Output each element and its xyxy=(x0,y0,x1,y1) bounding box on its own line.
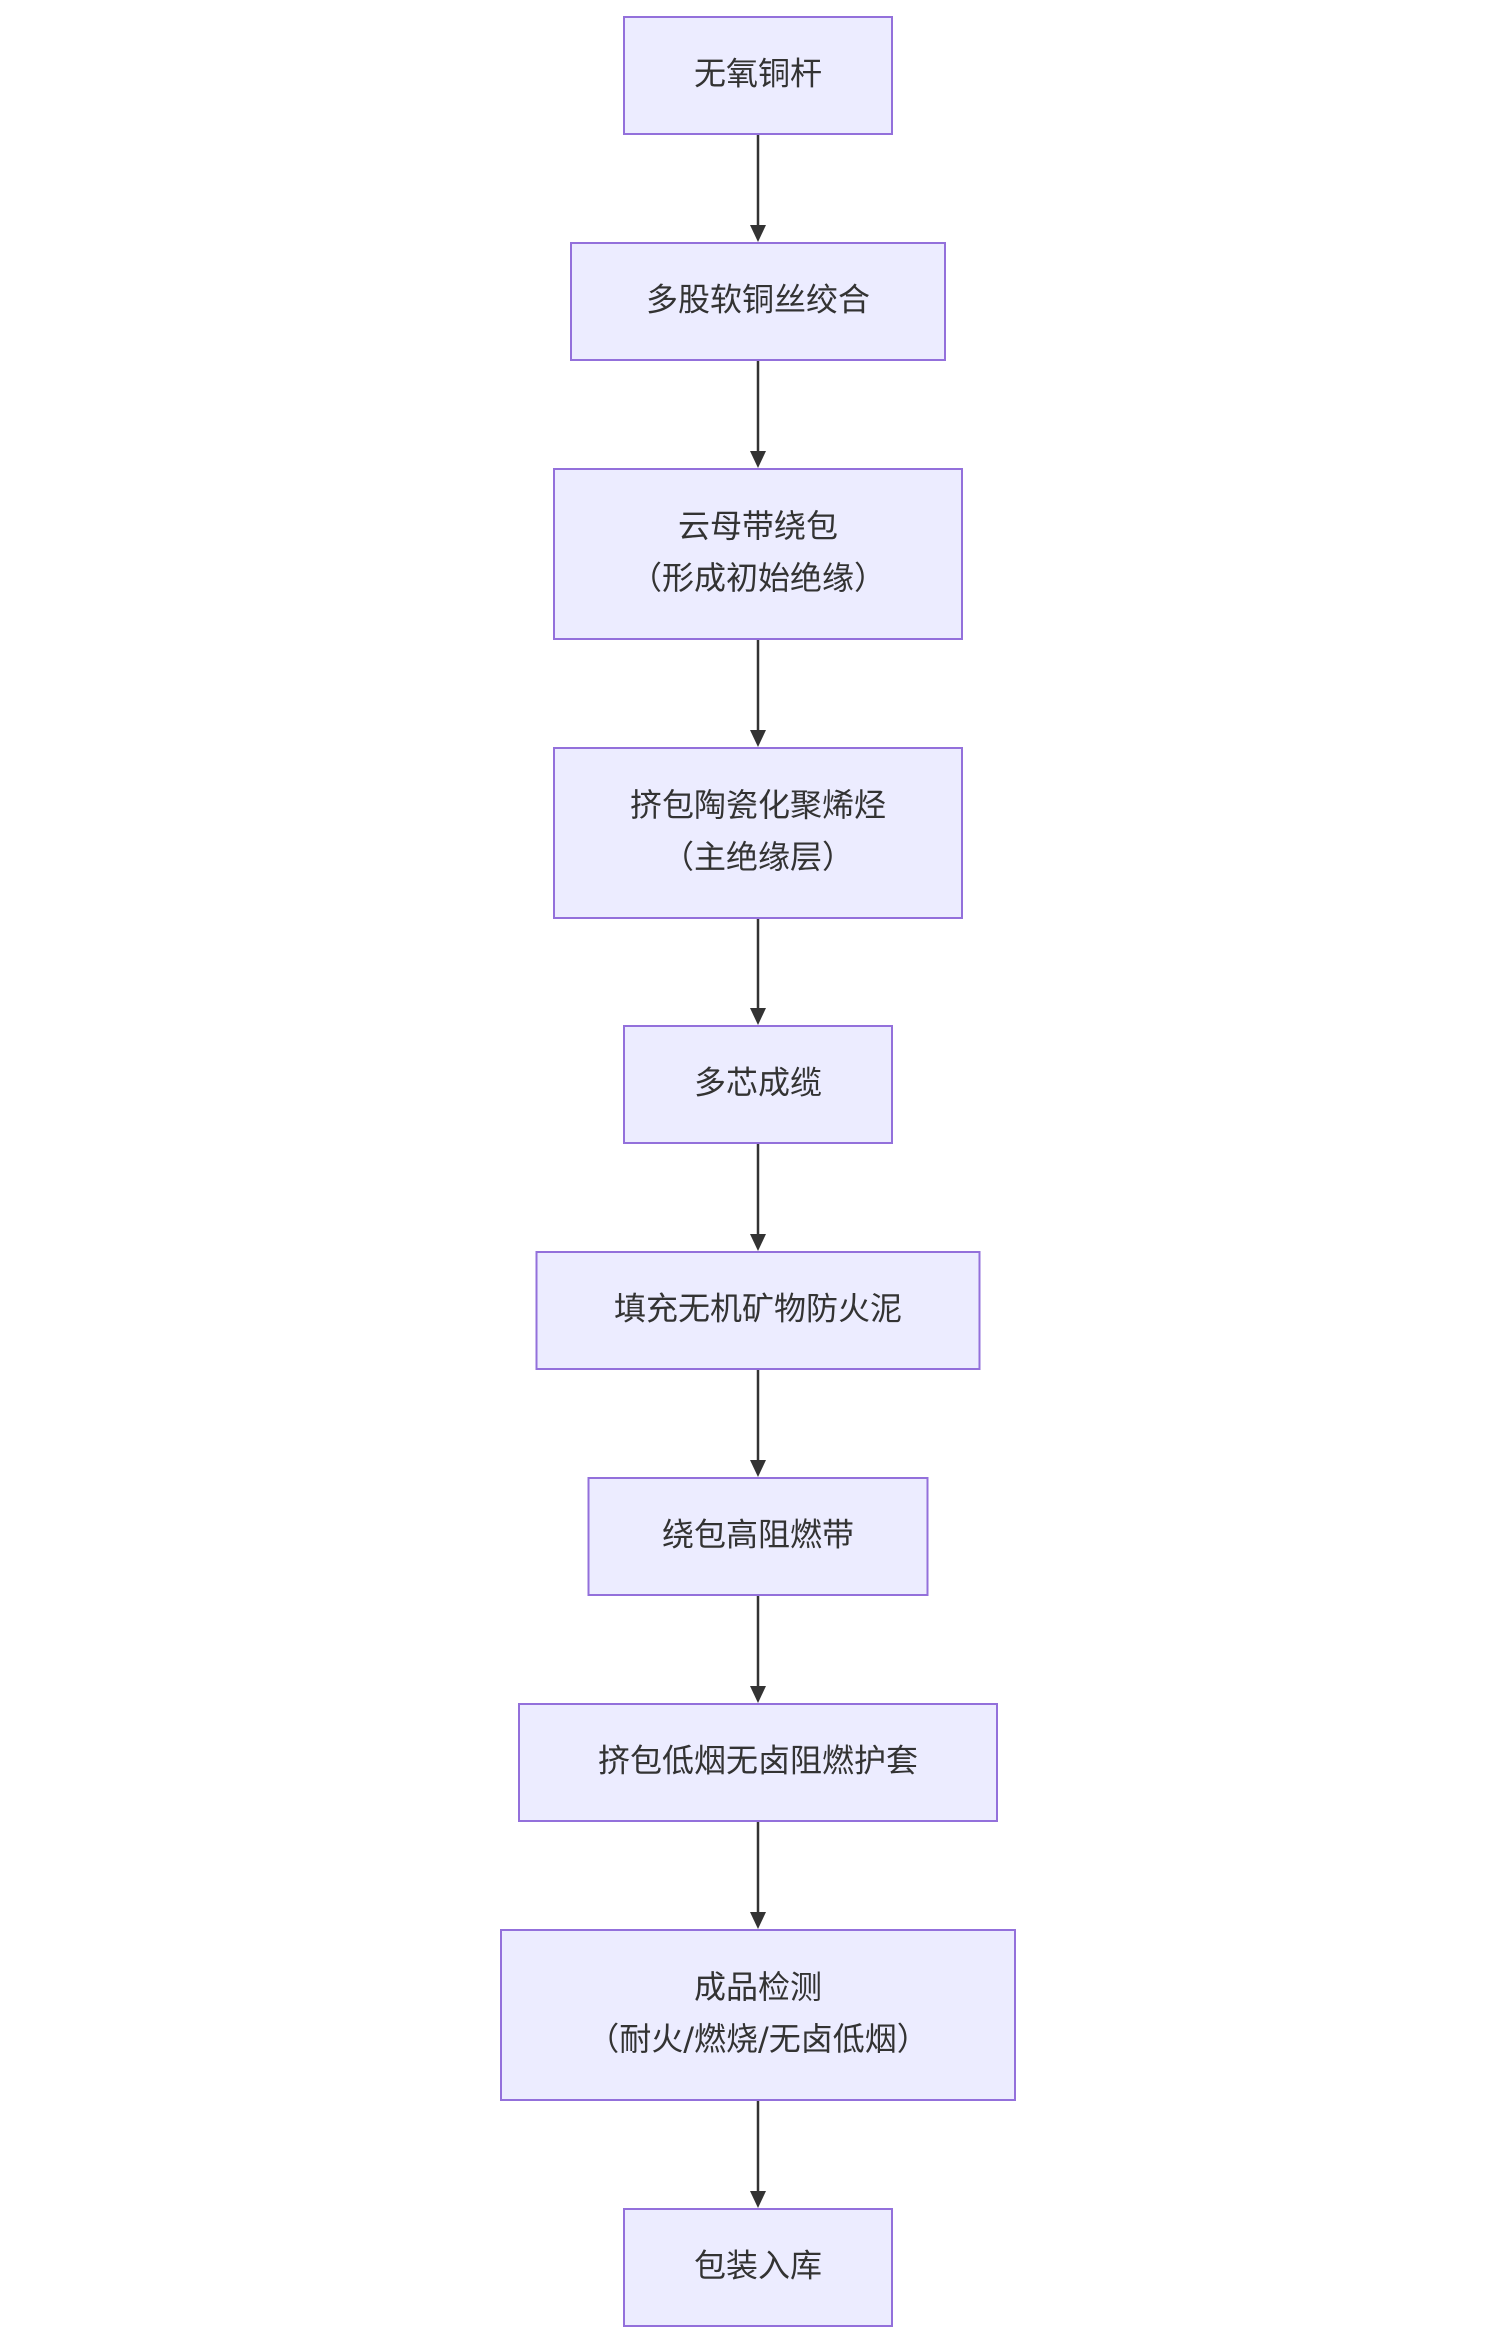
process-step-label: 挤包低烟无卤阻燃护套 xyxy=(598,1742,918,1780)
process-step-label: （主绝缘层） xyxy=(662,838,854,876)
arrowhead-icon xyxy=(750,1912,766,1929)
process-step-label: 多股软铜丝绞合 xyxy=(646,281,870,319)
flow-arrow xyxy=(750,918,766,1025)
process-step-node: 挤包低烟无卤阻燃护套 xyxy=(518,1703,998,1822)
process-step-box xyxy=(500,1929,1016,2101)
process-step-node: 挤包陶瓷化聚烯烃 （主绝缘层） xyxy=(553,747,963,919)
arrowhead-icon xyxy=(750,1460,766,1477)
flow-arrow xyxy=(750,1595,766,1703)
process-step-box xyxy=(623,1025,893,1144)
arrowhead-icon xyxy=(750,1686,766,1703)
flow-arrow xyxy=(750,360,766,468)
arrowhead-icon xyxy=(750,225,766,242)
process-step-label: 包装入库 xyxy=(694,2247,822,2285)
flow-arrow xyxy=(750,2100,766,2208)
process-step-label: 绕包高阻燃带 xyxy=(662,1516,854,1554)
process-step-node: 无氧铜杆 xyxy=(623,16,893,135)
process-step-label: 挤包陶瓷化聚烯烃 xyxy=(630,786,886,824)
process-step-label: （耐火/燃烧/无卤低烟） xyxy=(587,2020,929,2058)
flow-arrow xyxy=(750,1369,766,1477)
process-step-node: 填充无机矿物防火泥 xyxy=(535,1251,981,1370)
process-step-box xyxy=(587,1477,929,1596)
flow-arrow xyxy=(750,1143,766,1251)
flow-arrow xyxy=(750,134,766,242)
arrowhead-icon xyxy=(750,1008,766,1025)
process-step-label: 云母带绕包 xyxy=(678,507,838,545)
arrowhead-icon xyxy=(750,1234,766,1251)
process-step-box xyxy=(570,242,946,361)
process-step-box xyxy=(518,1703,998,1822)
process-step-node: 成品检测 （耐火/燃烧/无卤低烟） xyxy=(500,1929,1016,2101)
process-step-box xyxy=(553,747,963,919)
process-step-label: 多芯成缆 xyxy=(694,1064,822,1102)
process-step-label: 无氧铜杆 xyxy=(694,55,822,93)
process-step-node: 绕包高阻燃带 xyxy=(587,1477,929,1596)
flow-arrow xyxy=(750,1821,766,1929)
process-step-box xyxy=(535,1251,981,1370)
arrowhead-icon xyxy=(750,451,766,468)
process-step-label: 填充无机矿物防火泥 xyxy=(614,1290,902,1328)
process-step-node: 云母带绕包 （形成初始绝缘） xyxy=(553,468,963,640)
process-step-label: （形成初始绝缘） xyxy=(630,559,886,597)
arrowhead-icon xyxy=(750,2191,766,2208)
process-step-box xyxy=(553,468,963,640)
process-step-box xyxy=(623,2208,893,2327)
process-step-node: 包装入库 xyxy=(623,2208,893,2327)
process-step-label: 成品检测 xyxy=(694,1968,822,2006)
process-step-node: 多芯成缆 xyxy=(623,1025,893,1144)
process-step-box xyxy=(623,16,893,135)
edges-layer xyxy=(750,134,766,2208)
flow-arrow xyxy=(750,639,766,747)
process-step-node: 多股软铜丝绞合 xyxy=(570,242,946,361)
arrowhead-icon xyxy=(750,730,766,747)
